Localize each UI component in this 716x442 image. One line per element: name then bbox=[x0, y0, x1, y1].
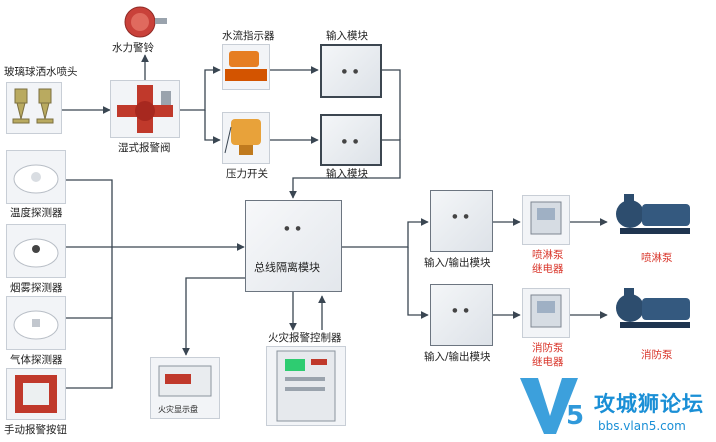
fire-relay-icon bbox=[522, 288, 570, 338]
fire-controller-icon bbox=[266, 346, 346, 426]
spray-relay-icon bbox=[522, 195, 570, 245]
io-module-1: ● ● bbox=[430, 190, 493, 252]
watermark-logo-icon: 5 bbox=[516, 372, 592, 438]
flow-indicator-label: 水流指示器 bbox=[222, 30, 275, 42]
alarm-valve-label: 湿式报警阀 bbox=[118, 142, 171, 154]
alarm-valve-icon bbox=[110, 80, 180, 138]
input-module-2: ● ● bbox=[320, 114, 382, 166]
temp-detector-label: 温度探测器 bbox=[10, 207, 63, 219]
display-panel-label: 火灾显示盘 bbox=[158, 405, 198, 414]
spray-relay-label-2: 继电器 bbox=[532, 263, 564, 275]
io-module-1-label: 输入/输出模块 bbox=[424, 257, 491, 269]
fire-relay-label-2: 继电器 bbox=[532, 356, 564, 368]
sprinkler-icon bbox=[6, 82, 62, 134]
watermark-url: bbs.vlan5.com bbox=[598, 419, 686, 433]
fire-relay-label-1: 消防泵 bbox=[532, 342, 564, 354]
spray-relay-label-1: 喷淋泵 bbox=[532, 249, 564, 261]
smoke-detector-label: 烟雾探测器 bbox=[10, 282, 63, 294]
isolation-module: ● ● bbox=[245, 200, 342, 292]
svg-text:5: 5 bbox=[566, 401, 584, 431]
input-module-1: ● ● bbox=[320, 44, 382, 98]
io-module-2: ● ● bbox=[430, 284, 493, 346]
smoke-detector-icon bbox=[6, 224, 66, 278]
manual-button-label: 手动报警按钮 bbox=[4, 424, 67, 436]
water-bell-icon bbox=[118, 4, 168, 40]
gas-detector-icon bbox=[6, 296, 66, 350]
sprinkler-label: 玻璃球洒水喷头 bbox=[4, 66, 78, 78]
manual-button-icon bbox=[6, 368, 66, 420]
isolation-module-label: 总线隔离模块 bbox=[254, 261, 320, 274]
temp-detector-icon bbox=[6, 150, 66, 204]
spray-pump-label: 喷淋泵 bbox=[641, 252, 673, 264]
fire-controller-label: 火灾报警控制器 bbox=[268, 332, 342, 344]
input-module-1-label: 输入模块 bbox=[326, 30, 368, 42]
bell-label: 水力警铃 bbox=[112, 42, 154, 54]
flow-indicator-icon bbox=[222, 44, 270, 90]
input-module-2-label: 输入模块 bbox=[326, 168, 368, 180]
gas-detector-label: 气体探测器 bbox=[10, 354, 63, 366]
io-module-2-label: 输入/输出模块 bbox=[424, 351, 491, 363]
pressure-switch-icon bbox=[222, 112, 270, 164]
fire-pump-label: 消防泵 bbox=[641, 349, 673, 361]
pressure-switch-label: 压力开关 bbox=[226, 168, 268, 180]
wire-valve-branch bbox=[180, 66, 221, 111]
fire-pump-icon bbox=[610, 284, 700, 334]
display-panel-icon bbox=[150, 357, 220, 419]
spray-pump-icon bbox=[610, 190, 700, 240]
watermark-name: 攻城狮论坛 bbox=[594, 392, 704, 416]
